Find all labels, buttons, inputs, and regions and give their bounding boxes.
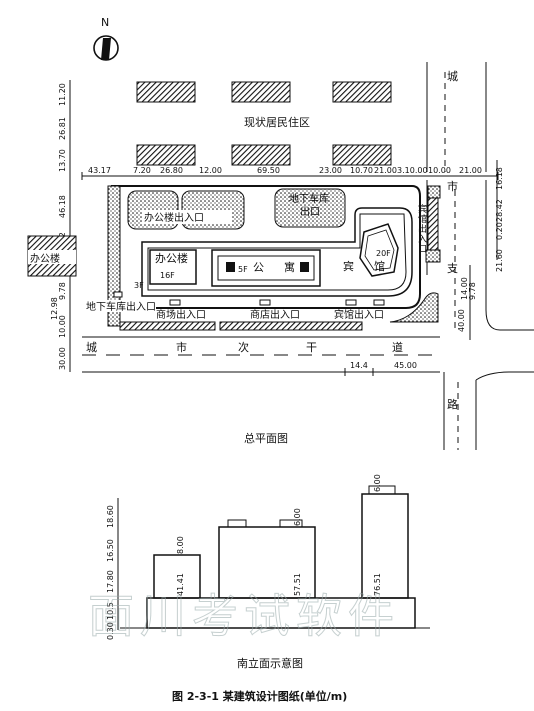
watermark: 面川考试软件 (88, 589, 400, 643)
dim-bottom-2: 45.00 (394, 361, 417, 370)
secondary-trunk-road (82, 336, 440, 373)
apartment-label-1: 公 (253, 261, 264, 274)
dim-left-9: 30.00 (58, 347, 67, 370)
dim-top-8: 21.00 (374, 166, 397, 175)
dim-top-5: 69.50 (257, 166, 280, 175)
north-arrow-icon (93, 35, 119, 61)
dim-right-1: 16.18 (495, 167, 504, 190)
existing-housing-blocks (136, 81, 392, 166)
site-plan-title: 总平面图 (244, 431, 288, 445)
elevation-apartment (218, 526, 316, 599)
bottom-dimension-line (344, 368, 440, 376)
garage-exit-label-2: 出口 (300, 205, 320, 218)
dim-top-4: 12.00 (199, 166, 222, 175)
elev-dim-3: 17.80 (106, 570, 115, 593)
branch-road (426, 62, 534, 450)
elev-dim-2: 16.50 (106, 539, 115, 562)
existing-housing-label: 现状居民住区 (244, 115, 310, 129)
hotel-entrance-v-1: 宾 (418, 203, 427, 215)
elevation-title: 南立面示意图 (237, 656, 303, 670)
hotel-entrance-v-3: 出 (418, 223, 427, 235)
floor-tag-podium: 3F (134, 281, 144, 290)
elev-b1-height: 41.41 (176, 573, 185, 596)
dim-right-4: 21.60 (495, 249, 504, 272)
elevation-hotel (361, 493, 409, 599)
elev-b2-top: 6.00 (293, 508, 302, 526)
dim-top-11: 21.00 (459, 166, 482, 175)
dim-top-1: 43.17 (88, 166, 111, 175)
road-bottom-char-1: 城 (86, 341, 97, 354)
dim-top-10: 10.00 (428, 166, 451, 175)
road-right-char-2: 市 (447, 179, 458, 193)
road-bottom-char-5: 道 (392, 340, 403, 354)
elev-dim-1: 18.60 (106, 505, 115, 528)
floor-tag-apartment: 5F (238, 265, 248, 274)
site-plan: N 现状居民住区 43.17 7.20 26.80 12.00 69.50 23… (27, 16, 534, 450)
dim-left-2: 26.81 (58, 117, 67, 140)
dim-top-3: 26.80 (160, 166, 183, 175)
road-bottom-char-4: 干 (306, 341, 317, 354)
elev-dim-5: 10.5 (106, 602, 115, 620)
dim-right-6: 14.00 (460, 277, 469, 300)
road-right-char-1: 城 (447, 70, 458, 83)
office-tower (149, 249, 197, 285)
dim-top-2: 7.20 (133, 166, 151, 175)
office-entrance-label: 办公楼出入口 (144, 211, 204, 224)
elev-b2-height: 57.51 (293, 573, 302, 596)
dim-right-5: 9.78 (468, 282, 477, 300)
elev-b3-top: 6.00 (373, 474, 382, 492)
road-bottom-char-3: 次 (238, 340, 249, 354)
hotel-entrance-v-2: 馆 (418, 213, 427, 225)
dim-right-7: 40.00 (457, 309, 466, 332)
existing-office-label: 办公楼 (30, 252, 60, 265)
dim-right-3: 0.20 (495, 222, 504, 240)
green-patch-3 (274, 188, 346, 228)
main-complex (141, 207, 413, 297)
north-label: N (101, 16, 109, 29)
dim-left-4: 46.18 (58, 195, 67, 218)
floor-tag-office: 16F (160, 271, 175, 280)
dim-bottom-1: 14.4 (350, 361, 368, 370)
entrance-markers (113, 291, 385, 306)
hotel-entrance-v-4: 入 (418, 234, 427, 245)
hotel-label-1: 宾 (343, 259, 354, 273)
road-right-char-4: 路 (447, 398, 458, 411)
office-tower-label: 办公楼 (155, 251, 188, 265)
garage-exit-label-1: 地下车库 (289, 192, 329, 205)
garage-entrance-label: 地下车库出入口 (86, 300, 156, 313)
elevation-office (153, 554, 201, 599)
elev-b3-height: 76.51 (373, 573, 382, 596)
dim-left-3: 13.70 (58, 149, 67, 172)
road-bottom-char-2: 市 (176, 340, 187, 354)
south-elevation: 18.60 16.50 17.80 0.30 10.5 41.41 8.00 5… (106, 474, 430, 670)
apartment-label-2: 寓 (284, 260, 295, 274)
elev-dim-4: 0.30 (106, 622, 115, 640)
dim-top-7: 10.70 (350, 166, 373, 175)
mall-entrance-label: 商场出入口 (156, 308, 206, 321)
dim-right-2: 28.42 (495, 199, 504, 222)
figure-caption: 图 2-3-1 某建筑设计图纸(单位/m) (172, 689, 347, 703)
hotel-entrance-label: 宾馆出入口 (334, 308, 384, 321)
dim-left-7: 12.98 (50, 297, 59, 320)
road-right-char-3: 支 (447, 262, 458, 275)
right-dimension-line (469, 160, 498, 340)
dim-top-6: 23.00 (319, 166, 342, 175)
hotel-label-2: 馆 (374, 259, 385, 273)
floor-tag-hotel: 20F (376, 249, 391, 258)
elev-b1-top: 8.00 (176, 536, 185, 554)
dim-left-6: 9.78 (58, 282, 67, 300)
site-boundary (107, 185, 441, 331)
dim-top-9: 3.10.00 (397, 166, 428, 175)
top-dimension-line (81, 172, 499, 180)
dim-left-1: 11.20 (58, 83, 67, 106)
hotel-entrance-v-5: 口 (418, 245, 427, 255)
dim-left-8: 10.00 (58, 315, 67, 338)
shop-entrance-label: 商店出入口 (250, 308, 300, 321)
